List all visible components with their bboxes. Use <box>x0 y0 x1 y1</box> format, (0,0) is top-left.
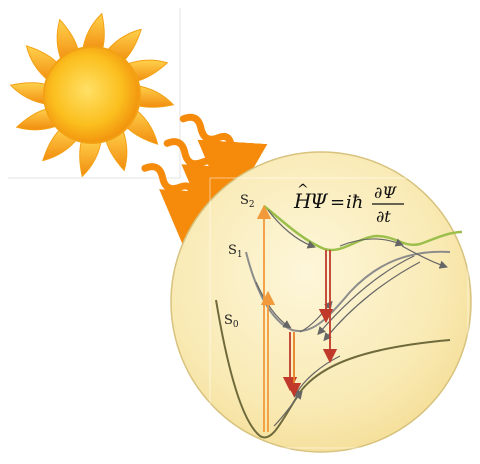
svg-text:∂t: ∂t <box>376 207 391 226</box>
state-label-s2: S2 <box>240 193 255 210</box>
magnified-view <box>170 151 472 453</box>
sun-ray <box>81 12 105 53</box>
s0-curve <box>215 299 451 439</box>
svg-text:iħ: iħ <box>346 192 363 213</box>
light-wave-icon <box>141 113 268 262</box>
sun-ray <box>79 137 103 178</box>
decay-arrows <box>282 250 338 398</box>
s2-curve <box>263 205 463 252</box>
svg-text:H: H <box>293 189 312 213</box>
excitation-arrows <box>256 204 276 432</box>
svg-text:∂Ψ: ∂Ψ <box>374 183 397 202</box>
sun-ray <box>134 84 175 108</box>
state-label-s1: S1 <box>228 243 243 260</box>
svg-text:Ψ: Ψ <box>310 189 329 213</box>
svg-text:^: ^ <box>297 182 309 198</box>
state-label-s0: S0 <box>224 313 239 330</box>
svg-text:=: = <box>330 192 345 213</box>
schrodinger-equation: H ^ Ψ = iħ ∂Ψ ∂t <box>293 182 404 226</box>
sun-icon <box>9 12 175 178</box>
sun-ray <box>9 82 50 106</box>
